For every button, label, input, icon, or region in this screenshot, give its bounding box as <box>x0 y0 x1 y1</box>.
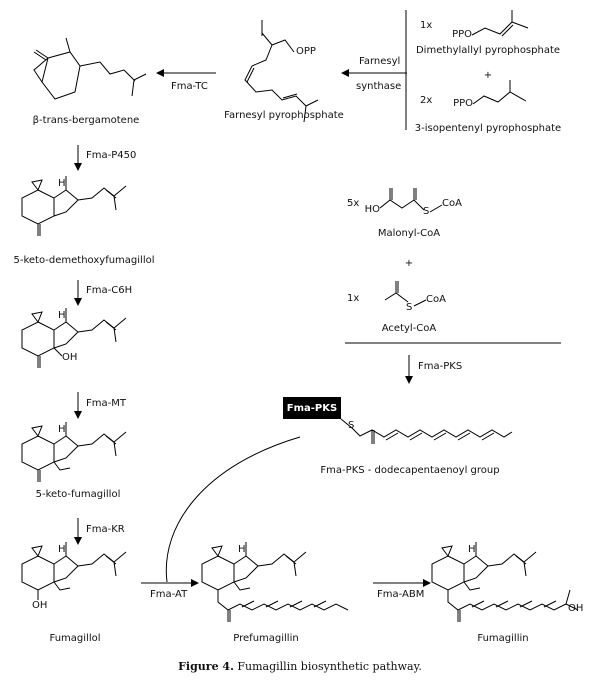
fumagillol-structure <box>21 542 127 600</box>
enzyme-fma-p450: Fma-P450 <box>86 150 137 161</box>
bergamotene-label: β-trans-bergamotene <box>32 115 140 126</box>
enzyme-farnesyl-2: synthase <box>356 81 402 92</box>
dmapp-count: 1x <box>420 20 433 31</box>
coa-label-malonyl: CoA <box>442 198 462 209</box>
caption-label: Figure 4. <box>178 660 234 673</box>
pks-enzyme-box: Fma-PKS <box>283 397 341 419</box>
fumagillol-label: Fumagillol <box>49 633 101 644</box>
h-label-6: H <box>468 544 476 555</box>
malonyl-coa-structure <box>379 188 443 213</box>
h-label-4: H <box>58 544 66 555</box>
s-label-malonyl: S <box>423 206 430 217</box>
fpp-structure <box>244 20 319 123</box>
enzyme-fma-pks: Fma-PKS <box>418 361 463 372</box>
dmapp-label: Dimethylallyl pyrophosphate <box>415 45 561 56</box>
keto-c6h-structure <box>21 308 127 368</box>
malonyl-coa-label: Malonyl-CoA <box>377 228 441 239</box>
curved-arrow-pks <box>165 436 301 583</box>
ho-label: HO <box>364 204 380 215</box>
bergamotene-structure <box>33 37 147 100</box>
oh-label-fumagillin: OH <box>568 603 584 614</box>
oh-label-c6h: OH <box>62 352 78 363</box>
ppo-label-ipp: PPO <box>453 98 473 109</box>
pks-group-label: Fma-PKS - dodecapentaenoyl group <box>320 465 500 476</box>
acetyl-count: 1x <box>347 293 360 304</box>
plus-1: + <box>483 70 493 81</box>
prefumagillin-structure <box>201 542 349 622</box>
enzyme-fma-c6h: Fma-C6H <box>86 285 133 296</box>
acetyl-coa-structure <box>384 281 427 307</box>
enzyme-fma-tc: Fma-TC <box>171 81 208 92</box>
enzyme-fma-kr: Fma-KR <box>86 524 125 535</box>
pks-box-label: Fma-PKS <box>286 402 338 414</box>
enzyme-farnesyl-1: Farnesyl <box>359 56 401 67</box>
h-label-3: H <box>58 424 66 435</box>
fumagillin-label: Fumagillin <box>477 633 529 644</box>
keto-demethoxyfumagillol-structure <box>21 176 127 236</box>
enzyme-fma-abm: Fma-ABM <box>377 589 425 600</box>
coa-label-acetyl: CoA <box>426 294 446 305</box>
keto-fumagillol-label: 5-keto-fumagillol <box>35 489 121 500</box>
pks-chain-structure <box>340 418 513 444</box>
h-label-5: H <box>238 544 246 555</box>
ipp-structure <box>472 80 527 105</box>
ipp-label: 3-isopentenyl pyrophosphate <box>414 123 562 134</box>
s-label-pks: S <box>348 420 355 431</box>
keto-fumagillol-structure <box>21 422 127 482</box>
h-label-2: H <box>58 310 66 321</box>
enzyme-fma-mt: Fma-MT <box>86 398 126 409</box>
h-label-1: H <box>58 178 66 189</box>
s-label-acetyl: S <box>406 302 413 313</box>
prefumagillin-label: Prefumagillin <box>233 633 299 644</box>
ppo-label-dmapp: PPO <box>452 29 472 40</box>
keto-demethoxyfumagillol-label: 5-keto-demethoxyfumagillol <box>13 255 155 266</box>
fumagillin-structure <box>431 542 579 622</box>
caption-text: Fumagillin biosynthetic pathway. <box>233 660 422 673</box>
dmapp-structure <box>471 10 529 37</box>
figure-caption: Figure 4. Fumagillin biosynthetic pathwa… <box>0 660 600 673</box>
plus-2: + <box>404 258 414 269</box>
oh-label-fumagillol: OH <box>32 600 48 611</box>
malonyl-count: 5x <box>347 198 360 209</box>
enzyme-fma-at: Fma-AT <box>150 589 188 600</box>
ipp-count: 2x <box>420 95 433 106</box>
opp-label: OPP <box>296 46 316 57</box>
fpp-label: Farnesyl pyrophosphate <box>224 110 344 121</box>
acetyl-coa-label: Acetyl-CoA <box>381 323 437 334</box>
